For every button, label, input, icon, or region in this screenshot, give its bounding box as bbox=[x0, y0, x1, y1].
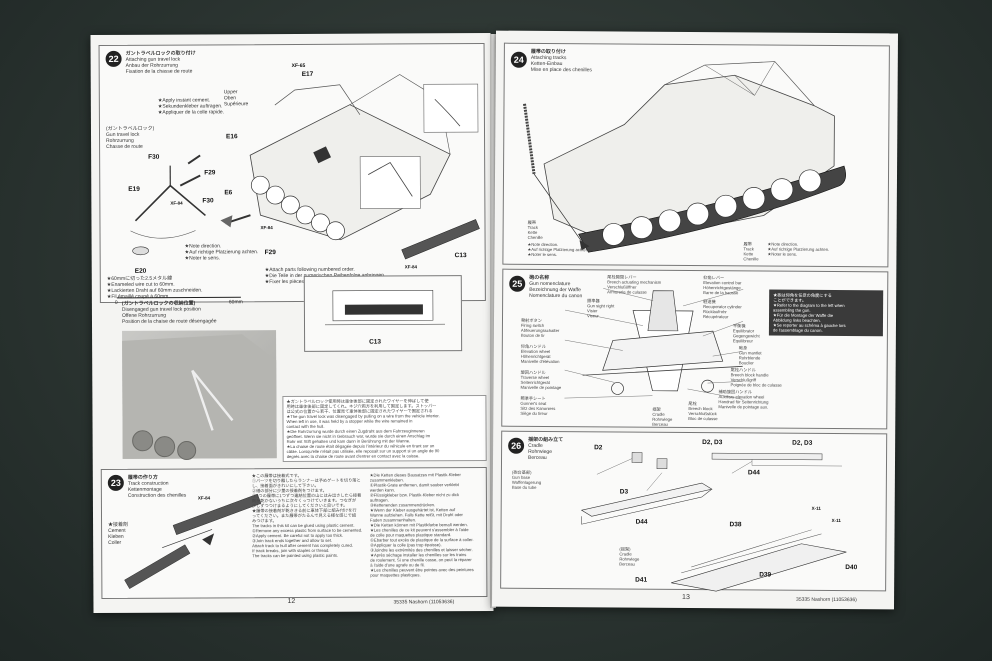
step22-line-art bbox=[116, 74, 480, 299]
part-c13-b: C13 bbox=[369, 338, 382, 346]
step23-panel: 23 履帯の作り方 Track construction Kettenmonta… bbox=[100, 466, 488, 600]
label-line: Récupérateur bbox=[703, 314, 729, 320]
note-line: ★Noter le sens. bbox=[527, 251, 558, 258]
label-line: Manivelle de pointage aux. bbox=[718, 404, 769, 410]
label-line: Bouton de tir bbox=[520, 332, 545, 338]
callout-line: de l'assemblage du canon. bbox=[772, 327, 823, 333]
label-line: Siège du tireur bbox=[520, 410, 548, 416]
part-x11-a: X-11 bbox=[811, 505, 821, 511]
inset-notes: ★ガントラベルロック使用時は車体後部に固定されたワイヤーを伸ばして使 用時は車体… bbox=[282, 394, 487, 463]
left-page: 22 ガントラベルロックの取り付け Attaching gun travel l… bbox=[90, 32, 494, 614]
part-d44-b: D44 bbox=[635, 518, 648, 526]
rack-line-art bbox=[325, 289, 446, 326]
label-aux-elevation: 補助旋回ハンドル Auxiliary elevation wheel Handr… bbox=[718, 389, 768, 409]
label-gunner-seat: 照準手シート Gunner's seat Sitz des Kanoniers … bbox=[520, 396, 555, 416]
left-footer-code: 35335 Nashorn (11053636) bbox=[393, 599, 455, 606]
label-line: Berceau bbox=[652, 421, 668, 427]
step23-text-line: pour maquettes plastiques. bbox=[370, 572, 421, 578]
part-d40: D40 bbox=[845, 564, 858, 572]
left-page-number: 12 bbox=[287, 597, 296, 606]
label-elevation-control: 仰角レバー Elevation control bar Höhenrichtge… bbox=[703, 275, 741, 295]
label-traverse-wheel: 旋回ハンドル Traverse wheel Seitenrichtgerät M… bbox=[521, 370, 562, 390]
track-assembly-art bbox=[124, 493, 262, 589]
label-line: Bloc de culasse bbox=[688, 415, 718, 422]
track-label-line: Chenille bbox=[743, 256, 759, 262]
label-line: Viseur bbox=[587, 313, 599, 319]
part-x11-b: X-11 bbox=[831, 517, 841, 524]
label-firing-switch: 発射ボタン Firing switch Abfeuerungsschalter … bbox=[521, 318, 560, 338]
step24-line-art bbox=[523, 61, 846, 253]
label-breech-block: 尾栓 Breech block Verschlußstück Bloc de c… bbox=[688, 401, 717, 421]
part-d44-a: D44 bbox=[747, 469, 760, 477]
step26-panel: 26 揺架の組み立て Cradle Rohrwiege Berceau (砲台基… bbox=[500, 430, 888, 592]
right-page-number: 13 bbox=[682, 593, 690, 601]
gun-line-art bbox=[564, 288, 744, 400]
inset-note-line: degrés avec la chaise de route avant d'e… bbox=[286, 453, 420, 460]
part-d41: D41 bbox=[635, 576, 648, 584]
label-gun-mantlet: 砲身 Gun mantlet Rohrblende Bouclier bbox=[739, 345, 762, 365]
note-direction-right: ★Note direction. ★Auf richtige Platzieru… bbox=[767, 242, 829, 257]
step23-text-line: The tracks can be painted using plastic … bbox=[252, 552, 339, 559]
label-breech-handle: 尾栓ハンドル Breech block handle Verschlußgrif… bbox=[731, 367, 782, 387]
right-page: 24 履帯の取り付け Attaching tracks Ketten-Einba… bbox=[491, 30, 899, 610]
step25-panel: 25 砲の名称 Gun nomenclature Bezeichnung der… bbox=[501, 268, 889, 430]
step23-col2: ★Die Ketten dieses Bausatzes mit Plastik… bbox=[370, 472, 483, 578]
step24-panel: 24 履帯の取り付け Attaching tracks Ketten-Einba… bbox=[502, 42, 890, 268]
note-line: ★Noter le sens. bbox=[767, 251, 798, 257]
part-d3: D3 bbox=[619, 488, 629, 496]
label-equilibrator: 平衡機 Equilibrator Gegengewicht Equilibreu… bbox=[733, 323, 760, 343]
label-cradle: 揺架 Cradle Rohrwiege Berceau bbox=[652, 407, 672, 427]
rack-detail-panel: C13 bbox=[303, 275, 463, 352]
part-d2: D2 bbox=[594, 444, 603, 452]
part-d38: D38 bbox=[729, 521, 742, 529]
part-d2-d3-b: D2, D3 bbox=[792, 439, 813, 447]
right-footer-code: 35335 Nashorn (11053636) bbox=[796, 596, 857, 604]
note-direction-left: ★Note direction. ★Auf richtige Platzieru… bbox=[527, 242, 589, 257]
track-label-left: 履帯 Track Kette Chenille bbox=[528, 220, 543, 240]
track-label-right: 履帯 Track Kette Chenille bbox=[743, 241, 758, 261]
part-d39: D39 bbox=[759, 571, 772, 579]
inset-title-fr: Position de la chaise de route désengagé… bbox=[121, 318, 217, 325]
label-line: Manivelle de pointage bbox=[520, 384, 562, 391]
label-recuperator: 駐退機 Recuperator cylinder Rücklaufrohr Ré… bbox=[703, 299, 742, 319]
gun-callout-box: ★砲は仰角を任意の角度にする ことができます。 ★Refer to the di… bbox=[768, 289, 884, 337]
photo-detail bbox=[122, 334, 277, 461]
label-line: Armurerie de culasse bbox=[607, 289, 647, 295]
step23-col1: ★この履帯は接着式です。 ①パーツを切り離したらランナーは予めゲートを切り落と … bbox=[252, 473, 364, 559]
track-label-line: Chenille bbox=[527, 234, 543, 240]
label-line: Poignée de bloc de culasse bbox=[730, 382, 782, 388]
label-line: Bouclier bbox=[738, 360, 754, 366]
label-gun-sight: 照準器 Gun sight right Visier Viseur bbox=[587, 298, 614, 318]
label-elevation-wheel: 仰角ハンドル Elevation wheel Höhenrichtgerät M… bbox=[521, 344, 560, 364]
label-breech-actuating: 尾栓開閉レバー Breech actuating mechanism Versc… bbox=[607, 274, 661, 294]
part-d2-d3-a: D2, D3 bbox=[702, 439, 723, 447]
label-line: Manivelle d'élévation bbox=[520, 358, 560, 365]
label-line: Equilibreur bbox=[732, 338, 753, 344]
disengaged-lock-photo bbox=[122, 330, 277, 461]
cradle-line-art bbox=[580, 452, 847, 592]
step22-panel: 22 ガントラベルロックの取り付け Attaching gun travel l… bbox=[98, 42, 486, 306]
label-line: Barre de la hausse bbox=[703, 290, 739, 296]
